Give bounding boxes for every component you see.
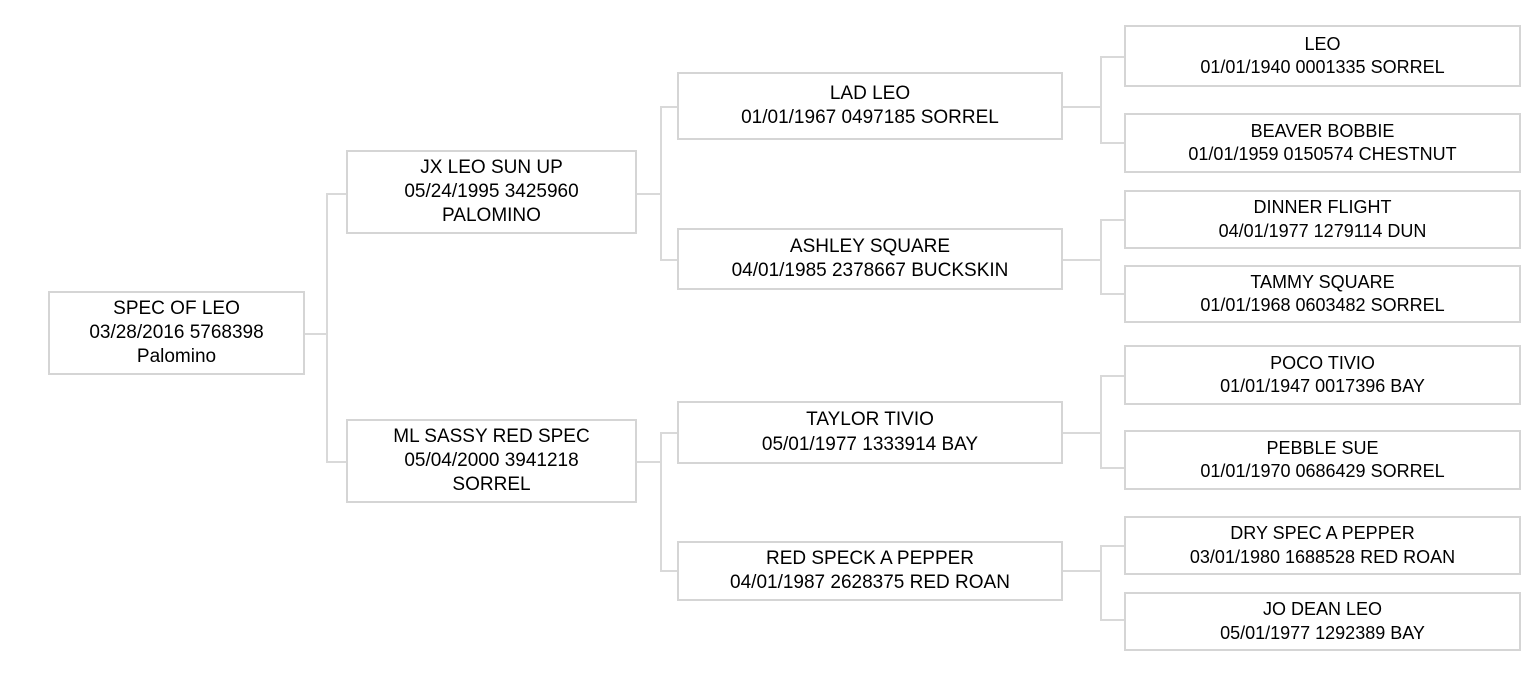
connector-ds-bracket — [1100, 375, 1102, 469]
node-ds-dam-name: PEBBLE SUE — [1266, 437, 1379, 458]
node-sd-sire-name: DINNER FLIGHT — [1253, 197, 1392, 218]
node-ds-sire-details: 01/01/1947 0017396 BAY — [1220, 376, 1425, 396]
node-dd-dam[interactable]: JO DEAN LEO 05/01/1977 1292389 BAY — [1124, 592, 1521, 651]
connector-sd-join — [1085, 259, 1102, 261]
connector-sd-stem — [1062, 259, 1087, 261]
connector-ss-to-dam — [1100, 142, 1124, 144]
node-sire-details: 05/24/1995 3425960 — [404, 180, 579, 202]
connector-root-to-sire — [326, 193, 346, 195]
node-sd-dam[interactable]: TAMMY SQUARE 01/01/1968 0603482 SORREL — [1124, 265, 1521, 323]
node-sire-dam-details: 04/01/1985 2378667 BUCKSKIN — [731, 260, 1009, 281]
connector-sire-bracket — [660, 106, 662, 261]
node-sire-sire-details: 01/01/1967 0497185 SORREL — [741, 107, 999, 128]
connector-sire-to-ss — [660, 106, 680, 108]
node-dd-sire-name: DRY SPEC A PEPPER — [1230, 523, 1415, 544]
node-ds-dam[interactable]: PEBBLE SUE 01/01/1970 0686429 SORREL — [1124, 430, 1521, 490]
node-dam-sire[interactable]: TAYLOR TIVIO 05/01/1977 1333914 BAY — [677, 401, 1063, 464]
node-dd-sire-details: 03/01/1980 1688528 RED ROAN — [1189, 546, 1456, 567]
connector-ds-join — [1085, 432, 1102, 434]
connector-ss-join — [1085, 106, 1102, 108]
node-dam-name: ML SASSY RED SPEC — [393, 425, 590, 447]
connector-dd-join — [1085, 570, 1102, 572]
connector-sire-to-sd — [660, 259, 680, 261]
node-dam-dam[interactable]: RED SPECK A PEPPER 04/01/1987 2628375 RE… — [677, 541, 1063, 601]
node-sd-sire[interactable]: DINNER FLIGHT 04/01/1977 1279114 DUN — [1124, 190, 1521, 249]
node-ss-sire-name: LEO — [1304, 33, 1341, 54]
node-sire[interactable]: JX LEO SUN UP 05/24/1995 3425960 PALOMIN… — [346, 150, 637, 234]
node-root[interactable]: SPEC OF LEO 03/28/2016 5768398 Palomino — [48, 291, 305, 375]
connector-dam-to-ds — [660, 432, 680, 434]
connector-root-stem — [305, 333, 328, 335]
connector-dd-stem — [1062, 570, 1087, 572]
node-ss-dam[interactable]: BEAVER BOBBIE 01/01/1959 0150574 CHESTNU… — [1124, 113, 1521, 173]
node-sire-dam-name: ASHLEY SQUARE — [789, 235, 951, 257]
connector-dd-bracket — [1100, 545, 1102, 621]
node-dd-sire[interactable]: DRY SPEC A PEPPER 03/01/1980 1688528 RED… — [1124, 516, 1521, 575]
node-sd-dam-name: TAMMY SQUARE — [1250, 271, 1395, 292]
connector-dd-to-sire — [1100, 545, 1124, 547]
connector-ss-bracket — [1100, 56, 1102, 144]
connector-sd-bracket — [1100, 219, 1102, 295]
connector-root-bracket — [326, 193, 328, 463]
node-ds-sire[interactable]: POCO TIVIO 01/01/1947 0017396 BAY — [1124, 345, 1521, 405]
connector-dd-to-dam — [1100, 619, 1124, 621]
node-dd-dam-name: JO DEAN LEO — [1262, 599, 1383, 620]
node-dam-details: 05/04/2000 3941218 — [404, 449, 579, 471]
connector-sd-to-dam — [1100, 293, 1124, 295]
connector-ss-to-sire — [1100, 56, 1124, 58]
connector-root-to-dam — [326, 461, 346, 463]
node-sire-name: JX LEO SUN UP — [420, 156, 563, 178]
node-dam-dam-details: 04/01/1987 2628375 RED ROAN — [730, 572, 1010, 593]
node-dam[interactable]: ML SASSY RED SPEC 05/04/2000 3941218 SOR… — [346, 419, 637, 503]
node-dam-sire-name: TAYLOR TIVIO — [806, 409, 934, 431]
connector-dam-to-dd — [660, 570, 680, 572]
connector-ds-stem — [1062, 432, 1087, 434]
node-ss-dam-name: BEAVER BOBBIE — [1250, 120, 1395, 141]
connector-ds-to-sire — [1100, 375, 1124, 377]
connector-sire-stem — [637, 193, 661, 195]
node-sire-sire[interactable]: LAD LEO 01/01/1967 0497185 SORREL — [677, 72, 1063, 140]
node-root-color: Palomino — [136, 346, 217, 368]
connector-dam-bracket — [660, 432, 662, 572]
node-ss-sire[interactable]: LEO 01/01/1940 0001335 SORREL — [1124, 25, 1521, 87]
node-sire-color: PALOMINO — [442, 205, 541, 227]
connector-sd-to-sire — [1100, 219, 1124, 221]
node-dam-dam-name: RED SPECK A PEPPER — [765, 547, 975, 569]
node-sire-sire-name: LAD LEO — [829, 82, 911, 104]
node-ds-dam-details: 01/01/1970 0686429 SORREL — [1200, 461, 1445, 481]
node-ds-sire-name: POCO TIVIO — [1270, 352, 1375, 373]
node-ss-dam-details: 01/01/1959 0150574 CHESTNUT — [1188, 144, 1457, 164]
node-dd-dam-details: 05/01/1977 1292389 BAY — [1220, 622, 1425, 643]
node-sd-sire-details: 04/01/1977 1279114 DUN — [1218, 220, 1427, 241]
node-ss-sire-details: 01/01/1940 0001335 SORREL — [1200, 57, 1445, 77]
node-dam-sire-details: 05/01/1977 1333914 BAY — [761, 433, 979, 455]
node-root-details: 03/28/2016 5768398 — [89, 321, 264, 343]
connector-ss-stem — [1062, 106, 1087, 108]
node-dam-color: SORREL — [452, 474, 531, 496]
node-sd-dam-details: 01/01/1968 0603482 SORREL — [1200, 295, 1445, 315]
node-sire-dam[interactable]: ASHLEY SQUARE 04/01/1985 2378667 BUCKSKI… — [677, 228, 1063, 290]
connector-dam-stem — [637, 461, 661, 463]
connector-ds-to-dam — [1100, 467, 1124, 469]
node-root-name: SPEC OF LEO — [113, 297, 240, 319]
